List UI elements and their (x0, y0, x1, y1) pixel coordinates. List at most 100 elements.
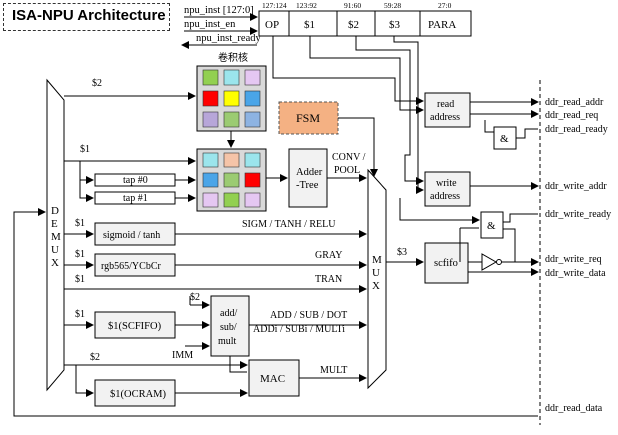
field-name-op: OP (265, 19, 279, 31)
label-gray: GRAY (315, 250, 342, 261)
kernel-grid: 卷积核 (196, 51, 267, 132)
read-address-block: read address (424, 92, 471, 128)
adder-tree-label-1: Adder (296, 167, 323, 178)
label-d1-rgb: $1 (75, 249, 85, 260)
field-name-3: $3 (389, 19, 401, 31)
diagram-title: ISA-NPU Architecture (12, 7, 166, 24)
kernel-cell-1 (202, 69, 219, 86)
conv-window-cell-1 (202, 152, 219, 168)
title-box: ISA-NPU Architecture (3, 3, 170, 31)
fsm-block: FSM (278, 101, 339, 135)
tap1-label: tap #1 (123, 193, 148, 204)
kernel-cell-6 (244, 90, 261, 107)
mux: M U X (367, 168, 387, 390)
field-name-2: $2 (348, 19, 359, 31)
kernel-label: 卷积核 (218, 51, 248, 64)
kernel-cell-7 (202, 111, 219, 128)
demux-letter-d: D (51, 205, 59, 217)
label-d1-sig: $1 (75, 218, 85, 229)
tap-0: tap #0 (94, 173, 176, 187)
wires (13, 36, 539, 417)
alu-label-2: sub/ (220, 322, 237, 333)
kernel-cell-9 (244, 111, 261, 128)
conv-window-cell-6 (244, 172, 261, 188)
ocram-block: $1(OCRAM) (94, 379, 176, 407)
label-d3: $3 (397, 247, 407, 258)
mac-block: MAC (248, 359, 300, 397)
demux-letter-x: X (51, 257, 59, 269)
label-d2-mac: $2 (90, 352, 100, 363)
sigmoid-label: sigmoid / tanh (103, 230, 160, 241)
write-address-label-2: address (430, 191, 460, 202)
inverter (481, 253, 502, 271)
label-sigm: SIGM / TANH / RELU (242, 219, 336, 230)
demux: D E M U X (46, 78, 65, 392)
label-d1-tran: $1 (75, 274, 85, 285)
conv-window-cell-7 (202, 192, 219, 208)
ddr-read-ready: ddr_read_ready (545, 124, 608, 135)
label-d2-top: $2 (92, 78, 102, 89)
scfifo-in-block: $1(SCFIFO) (94, 311, 176, 339)
wire-labels: $2 $1 $1 $1 $1 $1 $2 $2 $3 IMM CONV / PO… (75, 78, 407, 376)
ddr-read-req: ddr_read_req (545, 110, 598, 121)
rgb-block: rgb565/YCbCr (94, 253, 176, 277)
field-bits-1: 123:92 (296, 1, 317, 10)
field-name-1: $1 (304, 19, 315, 31)
adder-tree: Adder -Tree (288, 148, 328, 208)
mux-label: M U X (372, 254, 385, 292)
conv-window-cell-4 (202, 172, 219, 188)
npu-inst-label: npu_inst [127:0] (184, 5, 254, 16)
label-addi-subi-multi: ADDi / SUBi / MULTi (253, 324, 345, 335)
field-bits-para: 27:0 (438, 1, 452, 10)
conv-window-cell-3 (244, 152, 261, 168)
and-gate-read: & (493, 126, 517, 150)
conv-window-cell-2 (223, 152, 240, 168)
label-conv: CONV / (332, 152, 366, 163)
field-name-para: PARA (428, 19, 456, 31)
kernel-cell-5 (223, 90, 240, 107)
scfifo-out-block: scfifo (424, 242, 469, 284)
ddr-read-addr: ddr_read_addr (545, 97, 604, 108)
alu-label-3: mult (218, 336, 237, 347)
label-d1-conv: $1 (80, 144, 90, 155)
demux-label: D E M U X (51, 205, 64, 269)
alu-label-1: add/ (220, 308, 237, 319)
kernel-cell-4 (202, 90, 219, 107)
kernel-cell-3 (244, 69, 261, 86)
tap-1: tap #1 (94, 191, 176, 205)
mac-label: MAC (260, 373, 285, 385)
conv-window-cell-5 (223, 172, 240, 188)
kernel-cell-8 (223, 111, 240, 128)
and-gate-write-label: & (487, 220, 496, 232)
fsm-label: FSM (296, 111, 320, 125)
adder-tree-label-2: -Tree (296, 180, 319, 191)
label-pool: POOL (334, 165, 360, 176)
instruction-register: 127:124 123:92 91:60 59:28 27:0 OP $1 $2… (258, 1, 472, 37)
mux-letter-u: U (372, 267, 380, 279)
scfifo-out-label: scfifo (434, 258, 458, 269)
input-signals: npu_inst [127:0] npu_inst_en npu_inst_re… (181, 5, 261, 49)
ddr-write-data: ddr_write_data (545, 268, 606, 279)
and-gate-write: & (480, 211, 504, 239)
read-address-label-1: read (437, 99, 454, 110)
label-imm: IMM (172, 350, 193, 361)
label-mult: MULT (320, 365, 347, 376)
demux-letter-u: U (51, 244, 59, 256)
conv-window-cell-8 (223, 192, 240, 208)
conv-window-grid (196, 148, 267, 212)
demux-letter-m: M (51, 231, 61, 243)
ddr-write-addr: ddr_write_addr (545, 181, 607, 192)
demux-letter-e: E (51, 218, 58, 230)
label-d2-alu: $2 (190, 292, 200, 303)
read-address-label-2: address (430, 112, 460, 123)
ddr-write-req: ddr_write_req (545, 254, 602, 265)
kernel-cell-2 (223, 69, 240, 86)
ddr-labels: ddr_read_addr ddr_read_req ddr_read_read… (545, 97, 611, 414)
label-d1-scfifo: $1 (75, 309, 85, 320)
conv-window-cell-9 (244, 192, 261, 208)
ddr-write-ready: ddr_write_ready (545, 209, 611, 220)
write-address-label-1: write (436, 178, 457, 189)
npu-inst-ready-label: npu_inst_ready (196, 33, 261, 44)
